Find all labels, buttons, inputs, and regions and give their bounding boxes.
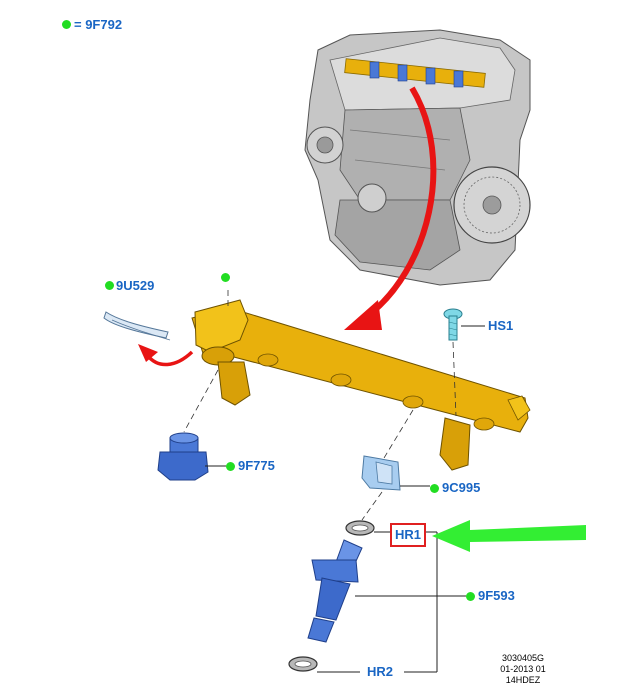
rail-injector-cups <box>257 353 495 431</box>
fuel-rail <box>191 299 531 471</box>
reference-line-2: 01-2013 01 <box>500 664 546 674</box>
legend-marker-icon <box>62 20 71 29</box>
reference-code: 3030405G 01-2013 01 14HDEZ <box>488 653 558 686</box>
green-pointer-arrow <box>432 520 586 552</box>
label-9c995: 9C995 <box>442 480 481 495</box>
marker-9c995-icon <box>430 484 439 493</box>
label-hr2: HR2 <box>367 664 394 679</box>
injector-clip-9c995 <box>361 455 401 491</box>
label-9f775: 9F775 <box>238 458 275 473</box>
clip-9u529 <box>103 311 171 341</box>
leader-lines <box>205 325 485 673</box>
legend-text: = 9F792 <box>74 17 123 32</box>
o-ring-hr1 <box>345 520 375 536</box>
engine-illustration <box>304 29 531 286</box>
marker-9u529-icon <box>105 281 114 290</box>
label-9u529: 9U529 <box>116 278 155 293</box>
o-ring-hr2 <box>288 656 318 672</box>
plug-9f775 <box>157 432 209 481</box>
marker-fuel-rail-icon <box>221 273 230 282</box>
assembly-guide-lines <box>183 290 457 521</box>
reference-line-3: 14HDEZ <box>505 675 541 685</box>
red-direction-arrow <box>344 86 437 330</box>
label-9f593: 9F593 <box>478 588 515 603</box>
bolt-hs1 <box>443 308 463 341</box>
label-hr1: HR1 <box>395 527 422 542</box>
marker-9f775-icon <box>226 462 235 471</box>
callout-box-hr1: HR1 <box>390 523 427 547</box>
fuel-injector-9f593 <box>307 539 363 643</box>
marker-9f593-icon <box>466 592 475 601</box>
reference-line-1: 3030405G <box>501 653 545 663</box>
red-removal-arrow <box>138 344 194 367</box>
label-hs1: HS1 <box>488 318 514 333</box>
